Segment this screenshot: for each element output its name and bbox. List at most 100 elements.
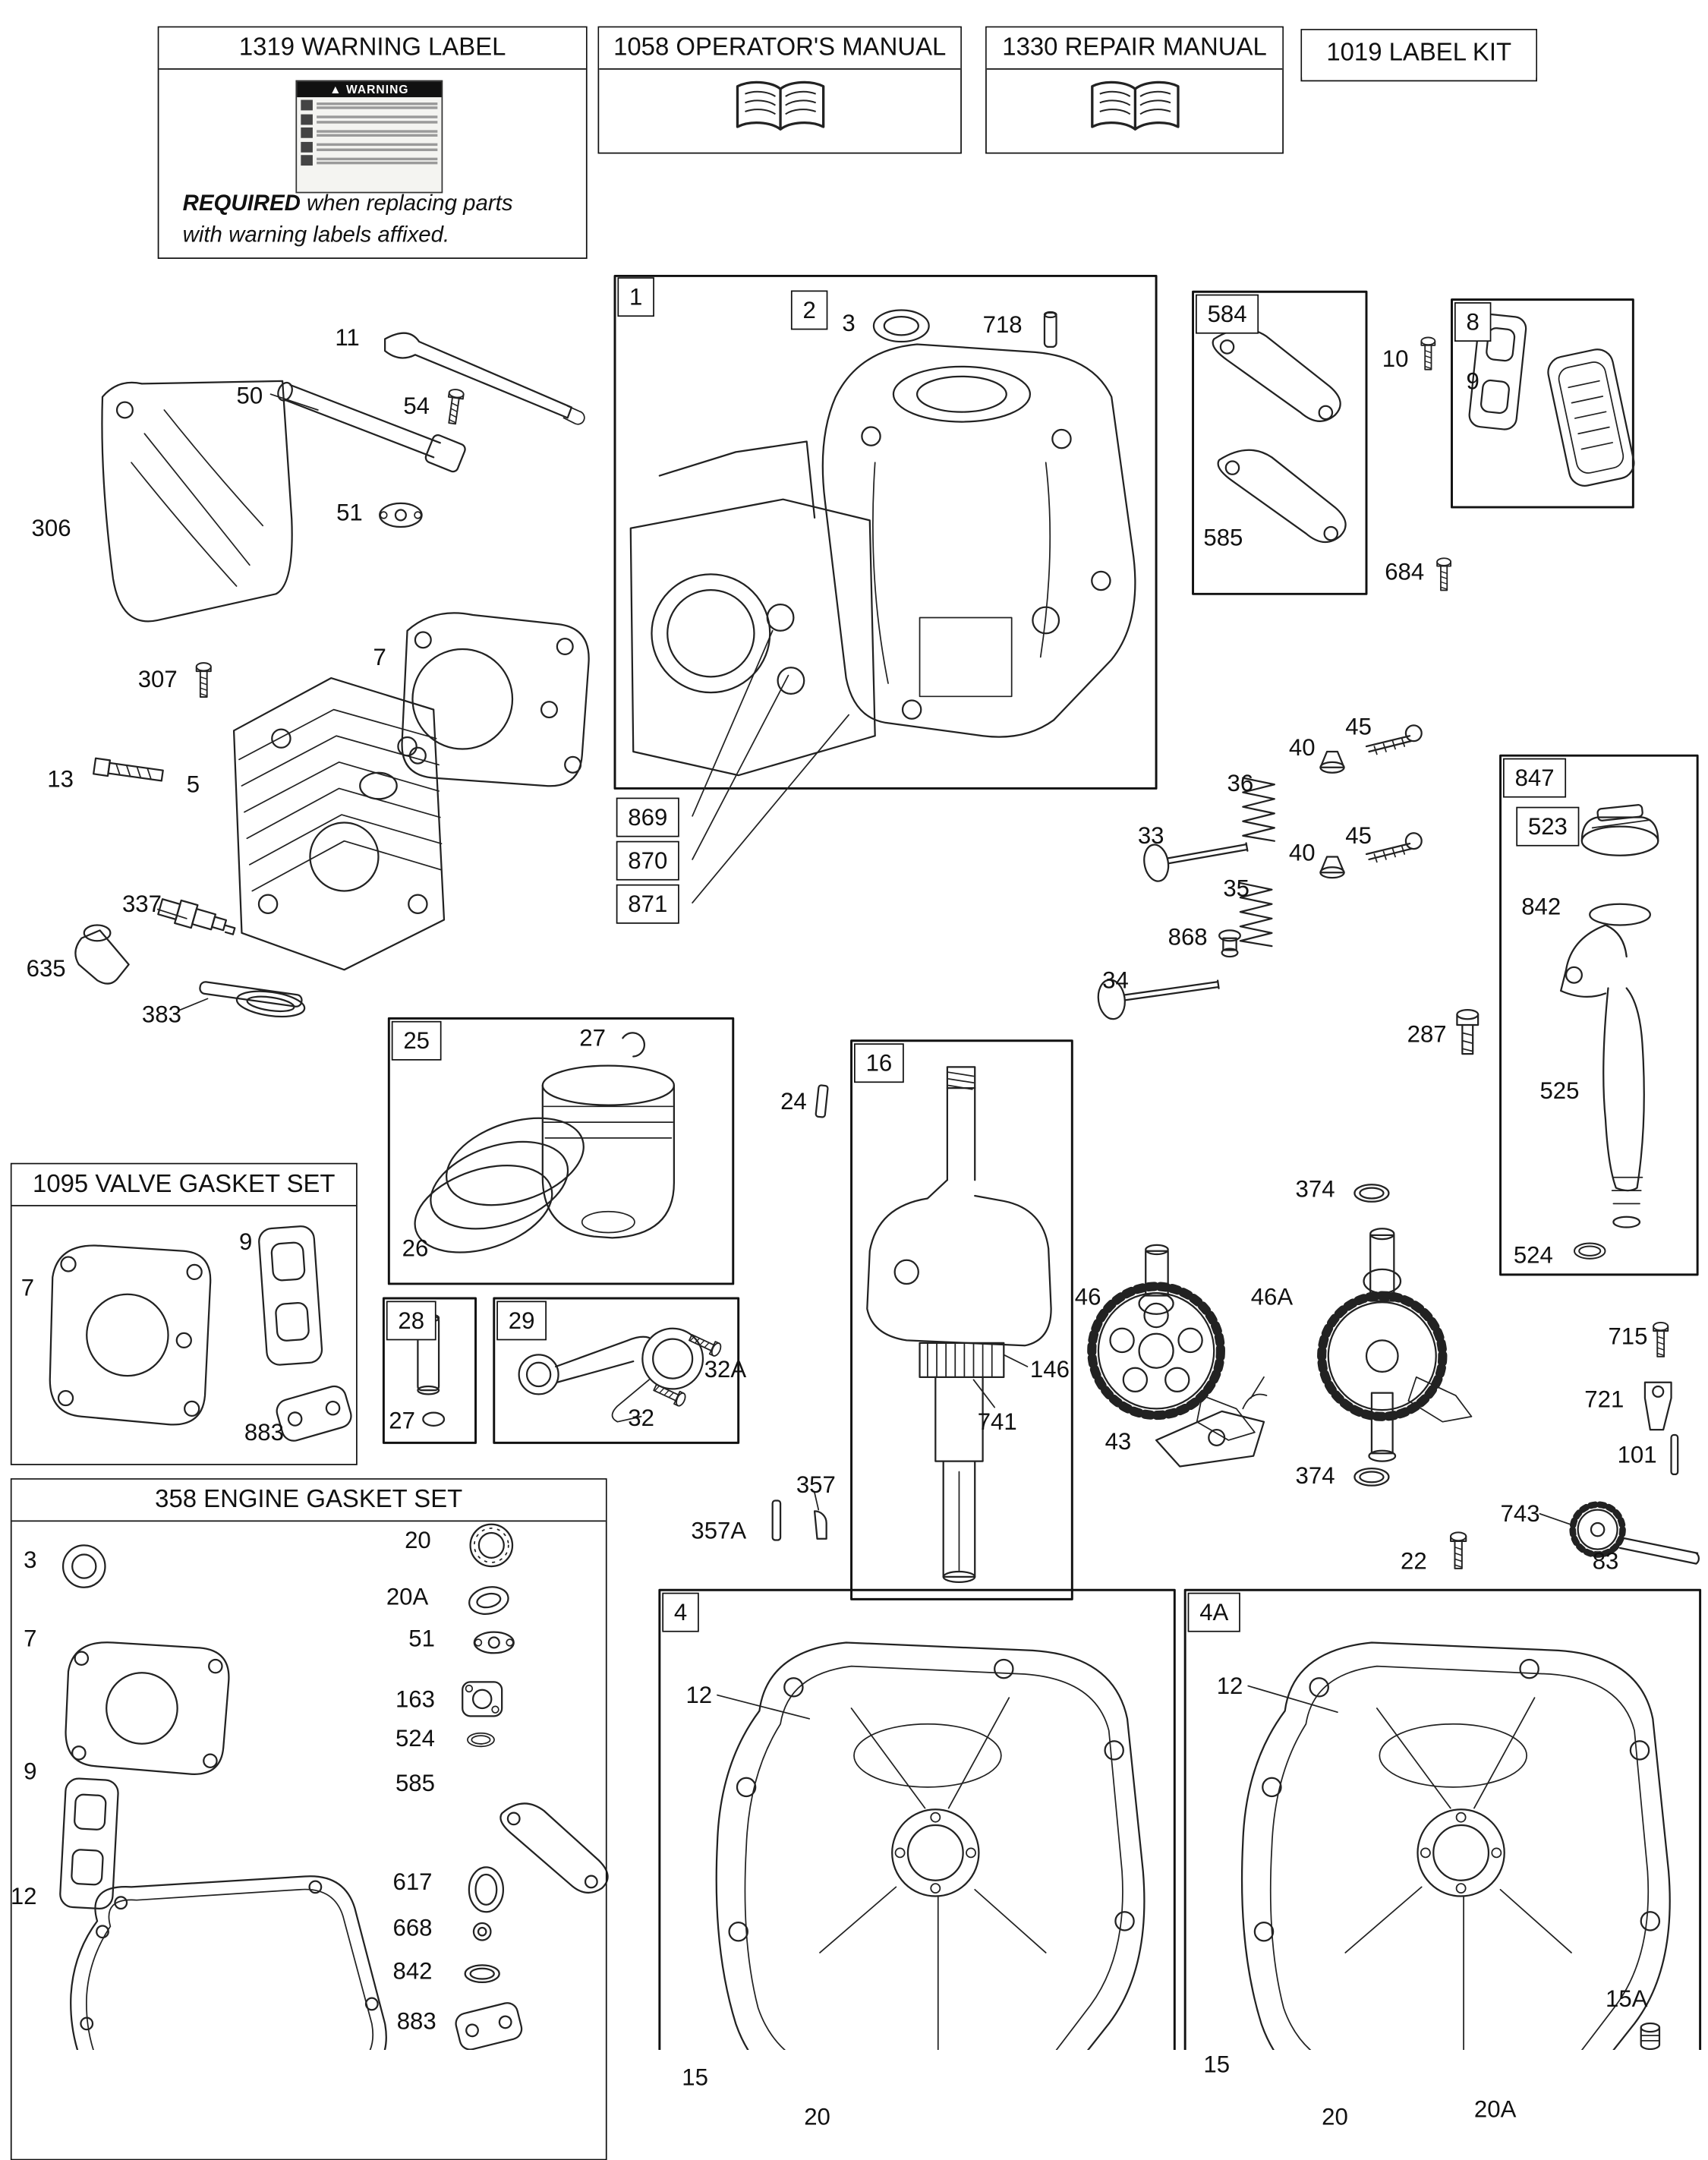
intake-valve-drawing — [1143, 842, 1249, 882]
gasket-set-163-drawing — [462, 1681, 503, 1717]
valve-gasket-set-title: 1095 VALVE GASKET SET — [11, 1164, 357, 1206]
part-callout-32A: 32A — [704, 1356, 747, 1383]
warning-sticker: ▲ WARNING — [295, 80, 443, 194]
part-callout-20: 20 — [1322, 2103, 1348, 2130]
part-callout-146: 146 — [1029, 1356, 1070, 1383]
breather-tube-drawing — [277, 381, 466, 473]
part-callout-15A: 15A — [1606, 1985, 1648, 2012]
gasket-set-seal-20a-drawing — [468, 1586, 509, 1615]
part-callout-524: 524 — [395, 1725, 435, 1752]
spark-plug-drawing — [157, 898, 236, 935]
valve-gasket-set-box: 1095 VALVE GASKET SET — [10, 1162, 358, 1465]
gasket-set-883-drawing — [455, 2002, 523, 2050]
part-callout-29: 29 — [496, 1301, 547, 1341]
part-callout-50: 50 — [236, 382, 263, 409]
operators-manual-kit-box: 1058 OPERATOR'S MANUAL — [597, 26, 962, 154]
part-callout-26: 26 — [402, 1235, 429, 1262]
crankshaft-drawing — [866, 1066, 1052, 1583]
gasket-set-9-drawing — [59, 1777, 119, 1910]
part-callout-33: 33 — [1137, 822, 1164, 850]
operators-manual-book — [599, 70, 960, 142]
part-callout-868: 868 — [1168, 923, 1208, 951]
part-callout-27: 27 — [389, 1407, 415, 1434]
valve-gasket-7-drawing — [49, 1244, 212, 1426]
camshaft-assembly-46a-drawing — [1317, 1228, 1473, 1462]
part-callout-306: 306 — [31, 515, 71, 542]
piston-rings-drawing — [414, 1032, 676, 1253]
gasket-set-seal-3-drawing — [61, 1544, 106, 1588]
open-book-icon — [1090, 80, 1179, 131]
warning-label-kit-box: 1319 WARNING LABEL ▲ WARNING REQUIRED wh… — [157, 26, 588, 259]
part-callout-46: 46 — [1074, 1283, 1101, 1310]
valve-gasket-9-drawing — [258, 1225, 323, 1366]
part-callout-40: 40 — [1288, 734, 1316, 762]
required-note: REQUIRED when replacing parts with warni… — [182, 190, 513, 248]
part-callout-32: 32 — [628, 1405, 654, 1431]
gasket-set-clamp-51-drawing — [473, 1631, 515, 1654]
part-callout-15: 15 — [1203, 2051, 1231, 2078]
part-callout-3: 3 — [842, 310, 856, 337]
camshaft-gear-46-drawing — [1087, 1244, 1256, 1441]
part-callout-357A: 357A — [691, 1518, 747, 1544]
key-24-drawing — [815, 1084, 829, 1118]
dowel-pin-718-drawing — [1043, 311, 1057, 348]
exhaust-valve-drawing — [1097, 979, 1220, 1020]
part-frames — [382, 274, 1702, 2050]
part-callout-54: 54 — [403, 393, 430, 420]
part-callout-15: 15 — [682, 2064, 708, 2091]
part-callout-585: 585 — [395, 1770, 435, 1796]
part-callout-101: 101 — [1617, 1441, 1657, 1468]
part-callout-51: 51 — [336, 499, 363, 526]
shield-gaskets-drawing — [1212, 328, 1347, 544]
part-callout-10: 10 — [1382, 345, 1409, 372]
part-callout-883: 883 — [396, 2007, 436, 2035]
part-callout-13: 13 — [47, 766, 74, 793]
part-callout-35: 35 — [1223, 875, 1250, 902]
repair-manual-book — [987, 70, 1282, 142]
head-gasket-drawing — [401, 612, 590, 787]
warning-triangle-icon: ▲ — [329, 83, 346, 96]
muffler-gasket-drawing — [1468, 313, 1527, 430]
part-callout-45: 45 — [1345, 822, 1372, 850]
governor-bracket-43-drawing — [1155, 1376, 1268, 1468]
gasket-set-668-drawing — [472, 1922, 492, 1941]
gasket-set-sump-gasket-drawing — [70, 1875, 387, 2050]
woodruff-keys-drawing — [771, 1499, 827, 1541]
spark-plug-boot-drawing — [74, 924, 130, 985]
warning-label-kit-title: 1319 WARNING LABEL — [159, 27, 586, 70]
part-callout-12: 12 — [685, 1682, 713, 1708]
part-callout-374: 374 — [1295, 1176, 1335, 1203]
part-callout-12: 12 — [10, 1883, 37, 1909]
label-kit-title: 1019 LABEL KIT — [1302, 30, 1536, 78]
repair-manual-title: 1330 REPAIR MANUAL — [986, 27, 1283, 70]
bolt-287-drawing — [1456, 1008, 1480, 1055]
part-callout-9: 9 — [239, 1228, 253, 1255]
warning-sticker-row — [297, 153, 441, 166]
pin-101-drawing — [1670, 1433, 1679, 1476]
part-callout-525: 525 — [1539, 1077, 1580, 1104]
part-callout-715: 715 — [1608, 1323, 1648, 1350]
part-callout-374: 374 — [1295, 1462, 1335, 1489]
engine-parts-diagram-page: 1319 WARNING LABEL ▲ WARNING REQUIRED wh… — [10, 26, 1702, 2160]
connecting-rod-drawing — [518, 1327, 723, 1423]
part-callout-20A: 20A — [1473, 2095, 1517, 2123]
part-callout-635: 635 — [26, 955, 66, 982]
oil-seal-3-drawing — [872, 309, 930, 343]
part-callout-585: 585 — [1203, 524, 1243, 551]
part-callout-7: 7 — [20, 1274, 35, 1301]
part-callout-9: 9 — [1466, 367, 1480, 395]
part-callout-718: 718 — [982, 311, 1023, 338]
part-callout-28: 28 — [386, 1301, 436, 1341]
crankcase-cylinder-drawing — [629, 343, 1136, 777]
oil-fill-oring-842-drawing — [1589, 903, 1651, 926]
part-callout-842: 842 — [392, 1957, 433, 1985]
part-callout-34: 34 — [1102, 966, 1129, 994]
part-callout-8: 8 — [1454, 302, 1492, 342]
part-callout-721: 721 — [1584, 1386, 1624, 1413]
part-callout-51: 51 — [408, 1625, 435, 1652]
plug-wrench-drawing — [199, 981, 306, 1018]
label-kit-box: 1019 LABEL KIT — [1300, 29, 1537, 82]
part-callout-40: 40 — [1288, 839, 1316, 866]
part-callout-684: 684 — [1385, 558, 1425, 585]
part-callout-523: 523 — [1516, 806, 1580, 847]
